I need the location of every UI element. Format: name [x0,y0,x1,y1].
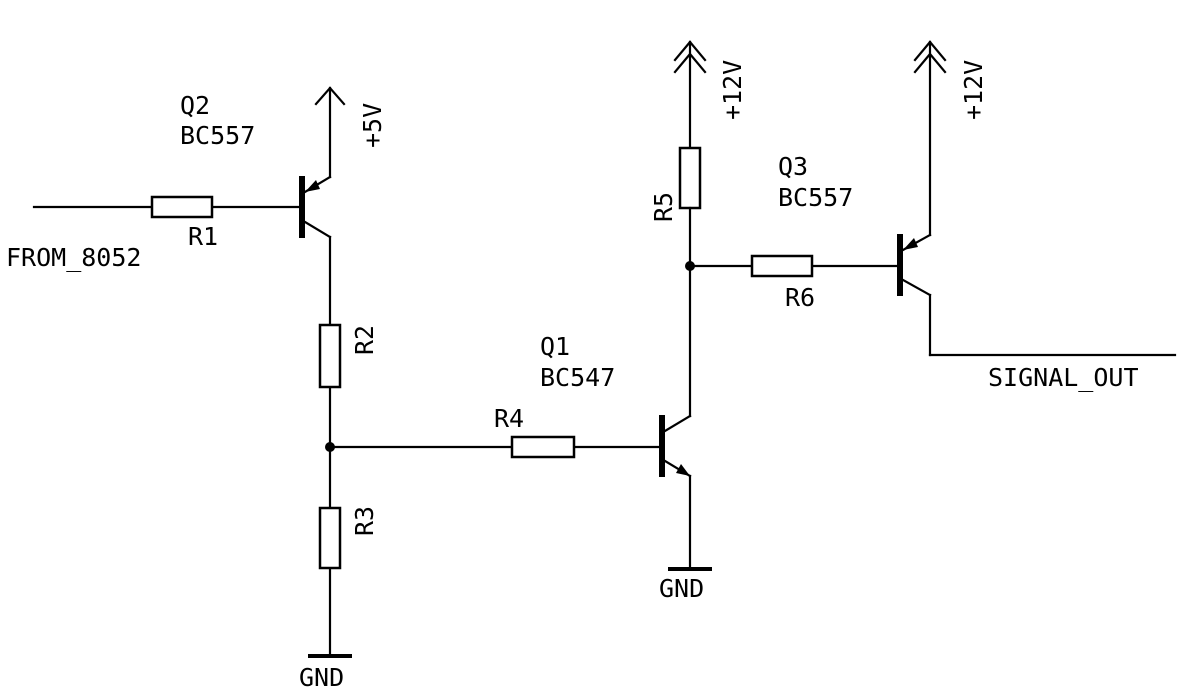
label-input-net: FROM_8052 [6,243,141,272]
resistor-r4 [510,435,576,459]
label-12v-r5: +12V [718,60,747,120]
label-gnd-q1: GND [659,574,704,603]
label-output-net: SIGNAL_OUT [988,363,1139,392]
label-r5: R5 [649,192,678,222]
supply-12v-r5-symbol [673,40,707,150]
label-r2: R2 [350,325,379,355]
label-q3-ref: Q3 [778,152,808,181]
label-12v-q3: +12V [959,60,988,120]
resistor-r5 [678,146,702,210]
resistor-r6 [750,254,814,278]
label-q3-part: BC557 [778,183,853,212]
label-r4: R4 [494,404,524,433]
label-r6: R6 [785,283,815,312]
output-wire [928,293,1177,357]
supply-12v-q3-symbol [913,40,947,237]
transistor-q2 [299,175,332,239]
label-r1: R1 [188,222,218,251]
label-q2-part: BC557 [180,121,255,150]
supply-5v-symbol [314,86,346,179]
label-q1-ref: Q1 [540,332,570,361]
transistor-q1 [659,414,692,478]
label-q1-part: BC547 [540,363,615,392]
transistor-q3 [897,233,932,297]
label-r3: R3 [350,506,379,536]
label-q2-ref: Q2 [180,91,210,120]
resistor-r1 [150,195,214,219]
label-gnd-r3: GND [299,663,344,692]
resistor-r2 [318,323,342,389]
label-5v: +5V [358,103,387,148]
resistor-r3 [318,506,342,570]
